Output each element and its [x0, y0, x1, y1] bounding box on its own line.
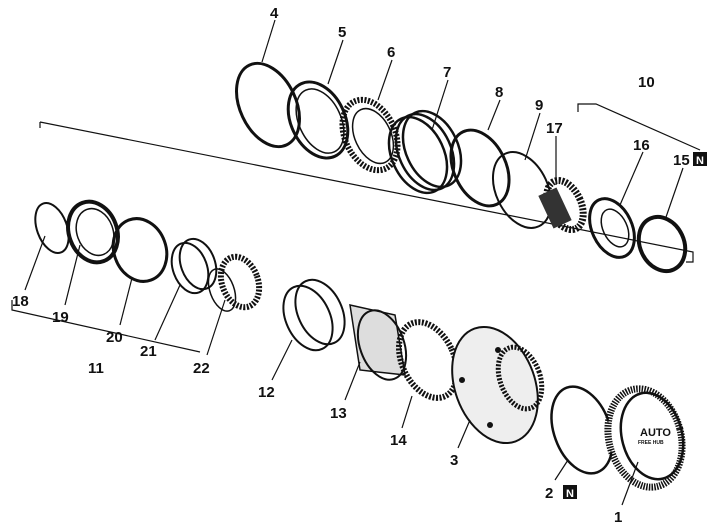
note-n-2: N	[566, 488, 574, 500]
group-10-bracket	[577, 103, 701, 151]
part-19-ring	[66, 199, 120, 265]
label-15: 15	[673, 152, 690, 169]
part-1-cap: AUTO FREE HUB	[604, 385, 686, 491]
label-2: 2	[545, 485, 553, 502]
part-12-spring	[282, 278, 346, 352]
part-16-plate	[588, 197, 636, 259]
part-21-spring	[170, 237, 218, 295]
label-14: 14	[390, 432, 407, 449]
label-8: 8	[495, 84, 503, 101]
label-7: 7	[443, 64, 451, 81]
note-n-box-15	[693, 152, 707, 166]
part-17-gear	[538, 176, 587, 234]
part-8-ring	[449, 128, 511, 208]
part-3-hub-body	[451, 325, 545, 445]
label-22: 22	[193, 360, 210, 377]
part-9-snap-ring	[491, 151, 553, 229]
label-4: 4	[270, 5, 279, 22]
group-11-bracket	[11, 122, 201, 353]
label-12: 12	[258, 384, 275, 401]
part-7-spring	[387, 109, 463, 195]
label-9: 9	[535, 97, 543, 114]
label-17: 17	[546, 120, 563, 137]
note-n-box-2	[563, 485, 577, 499]
part-4-snap-ring	[235, 61, 301, 149]
part-14-bearing	[395, 319, 461, 401]
part-20-ring	[111, 217, 169, 283]
label-18: 18	[12, 293, 29, 310]
label-3: 3	[450, 452, 458, 469]
part-5-ring	[286, 80, 350, 160]
label-16: 16	[633, 137, 650, 154]
label-6: 6	[387, 44, 395, 61]
label-5: 5	[338, 24, 346, 41]
part-18-snap-ring	[34, 202, 70, 254]
label-20: 20	[106, 329, 123, 346]
cap-text-free-hub: FREE HUB	[638, 440, 664, 446]
label-21: 21	[140, 343, 157, 360]
cap-text-auto: AUTO	[640, 427, 671, 439]
note-n-15: N	[696, 155, 704, 167]
part-22-clutch	[207, 253, 263, 312]
label-10: 10	[638, 74, 655, 91]
label-13: 13	[330, 405, 347, 422]
group-11-bracket-top	[39, 121, 694, 263]
part-13-sleeve	[349, 304, 408, 381]
label-11: 11	[88, 360, 104, 377]
label-19: 19	[52, 309, 69, 326]
label-1: 1	[614, 509, 622, 526]
leader-lines	[24, 19, 684, 506]
part-15-ring	[636, 214, 688, 274]
